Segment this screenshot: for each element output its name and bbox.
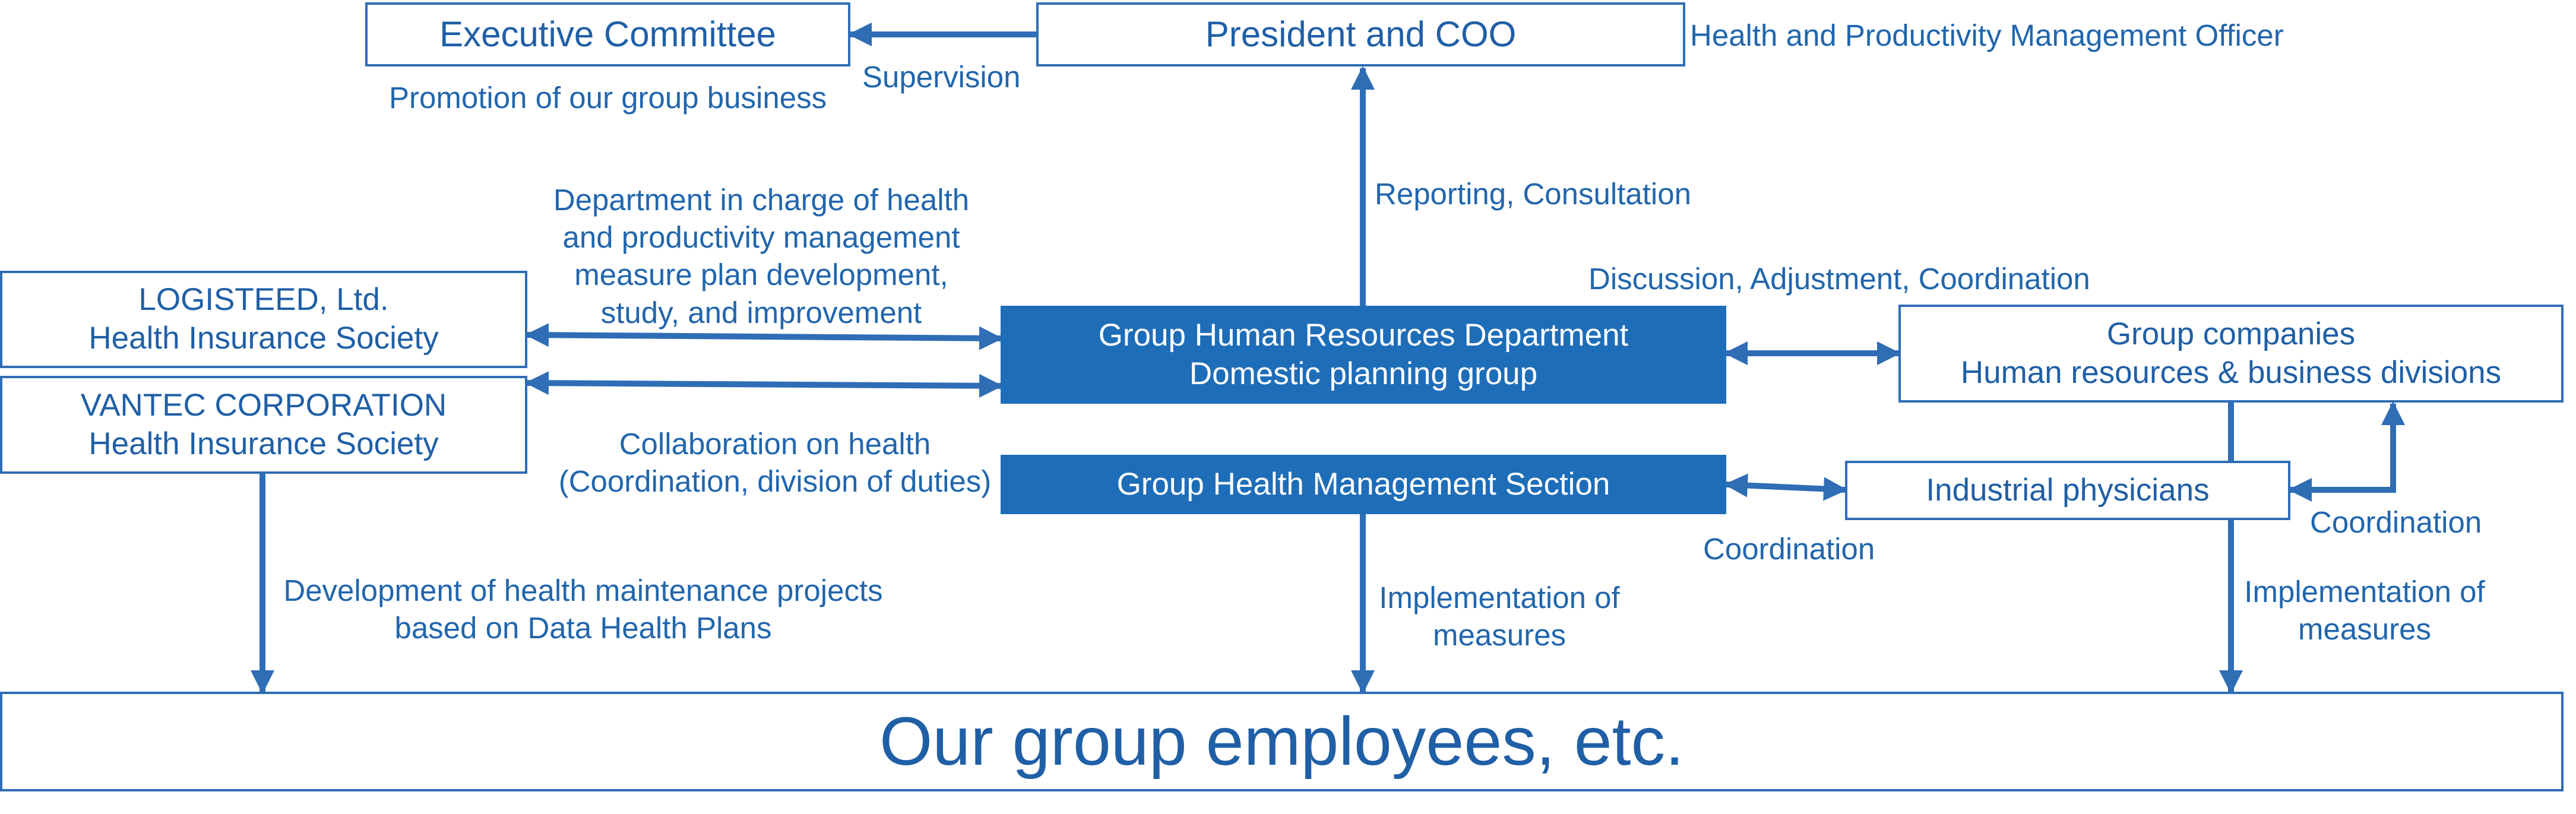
- vantec-name: VANTEC CORPORATION: [80, 387, 447, 423]
- group-health-management-section-label: Group Health Management Section: [1116, 466, 1610, 502]
- coordination-left-label: Coordination: [1703, 532, 1875, 566]
- group-employees-box: Our group employees, etc.: [0, 692, 2564, 791]
- arrow-physicians-to-groupcompanies: [2288, 401, 2405, 502]
- arrow-health-physicians: [1724, 473, 1847, 501]
- collaboration-on-health-label: Collaboration on health (Coordination, d…: [558, 427, 992, 499]
- domestic-planning-group-label: Domestic planning group: [1189, 356, 1538, 391]
- logisteed-name: LOGISTEED, Ltd.: [138, 282, 389, 318]
- president-coo-box: President and COO: [1036, 2, 1685, 66]
- promotion-label: Promotion of our group business: [389, 81, 827, 115]
- group-companies-divisions: Human resources & business divisions: [1960, 354, 2502, 390]
- discussion-adjustment-label: Discussion, Adjustment, Coordination: [1588, 262, 2090, 296]
- group-companies-box: Group companies Human resources & busine…: [1898, 305, 2564, 403]
- industrial-physicians-label: Industrial physicians: [1926, 472, 2210, 508]
- executive-committee-label: Executive Committee: [439, 14, 776, 55]
- development-label: Development of health maintenance projec…: [283, 574, 883, 645]
- arrow-vantec-hr: [525, 371, 1003, 398]
- group-health-management-section-box: Group Health Management Section: [1001, 455, 1726, 514]
- implementation-center-label: Implementation of measures: [1379, 581, 1620, 653]
- group-companies-name: Group companies: [2106, 316, 2356, 351]
- implementation-right-label: Implementation of measures: [2244, 575, 2485, 647]
- president-coo-label: President and COO: [1205, 14, 1517, 55]
- coordination-right-label: Coordination: [2310, 505, 2482, 539]
- supervision-label: Supervision: [862, 60, 1021, 94]
- vantec-box: VANTEC CORPORATION Health Insurance Soci…: [0, 376, 527, 474]
- industrial-physicians-box: Industrial physicians: [1845, 461, 2290, 520]
- group-employees-label: Our group employees, etc.: [879, 703, 1685, 780]
- officer-label: Health and Productivity Management Offic…: [1690, 18, 2284, 52]
- executive-committee-box: Executive Committee: [365, 2, 850, 66]
- logisteed-box: LOGISTEED, Ltd. Health Insurance Society: [0, 271, 527, 368]
- reporting-consultation-label: Reporting, Consultation: [1375, 177, 1691, 211]
- group-hr-department-name: Group Human Resources Department: [1098, 317, 1629, 353]
- vantec-society: Health Insurance Society: [88, 426, 439, 461]
- department-in-charge-label: Department in charge of health and produ…: [553, 183, 970, 330]
- group-hr-department-box: Group Human Resources Department Domesti…: [1001, 306, 1726, 404]
- logisteed-society: Health Insurance Society: [88, 321, 439, 356]
- arrow-logisteed-hr: [525, 323, 1003, 350]
